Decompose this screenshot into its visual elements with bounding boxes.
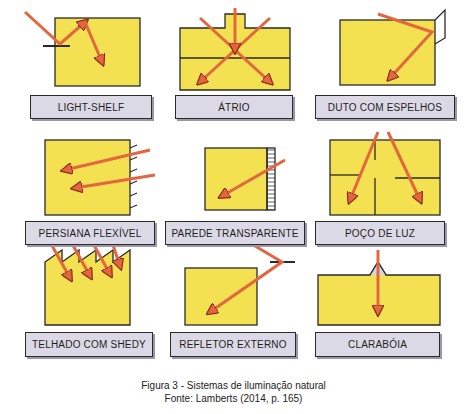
system-label: REFLETOR EXTERNO — [179, 339, 286, 350]
system-label: POÇO DE LUZ — [345, 228, 415, 239]
label-band: REFLETOR EXTERNO — [170, 332, 296, 357]
system-label: ÁTRIO — [218, 102, 250, 113]
system-label: TELHADO COM SHEDY — [32, 339, 146, 350]
label-band: TELHADO COM SHEDY — [25, 332, 153, 357]
buildings — [43, 10, 445, 325]
system-label: PAREDE TRANSPARENTE — [171, 228, 298, 239]
label-band: POÇO DE LUZ — [315, 221, 445, 245]
label-band: CLARABÓIA — [315, 332, 440, 357]
label-band: LIGHT-SHELF — [30, 95, 152, 119]
system-label: DUTO COM ESPELHOS — [328, 102, 442, 113]
label-band: PERSIANA FLEXÍVEL — [25, 221, 155, 245]
label-band: PAREDE TRANSPARENTE — [165, 221, 305, 245]
source-note: Fonte: Lamberts (2014, p. 165) — [0, 393, 467, 404]
light-rays — [25, 8, 432, 312]
label-band: DUTO COM ESPELHOS — [315, 95, 455, 119]
figure-caption: Figura 3 - Sistemas de iluminação natura… — [0, 380, 467, 391]
system-label: PERSIANA FLEXÍVEL — [39, 228, 142, 239]
label-band: ÁTRIO — [175, 95, 293, 119]
system-label: LIGHT-SHELF — [58, 102, 125, 113]
system-label: CLARABÓIA — [348, 339, 407, 350]
